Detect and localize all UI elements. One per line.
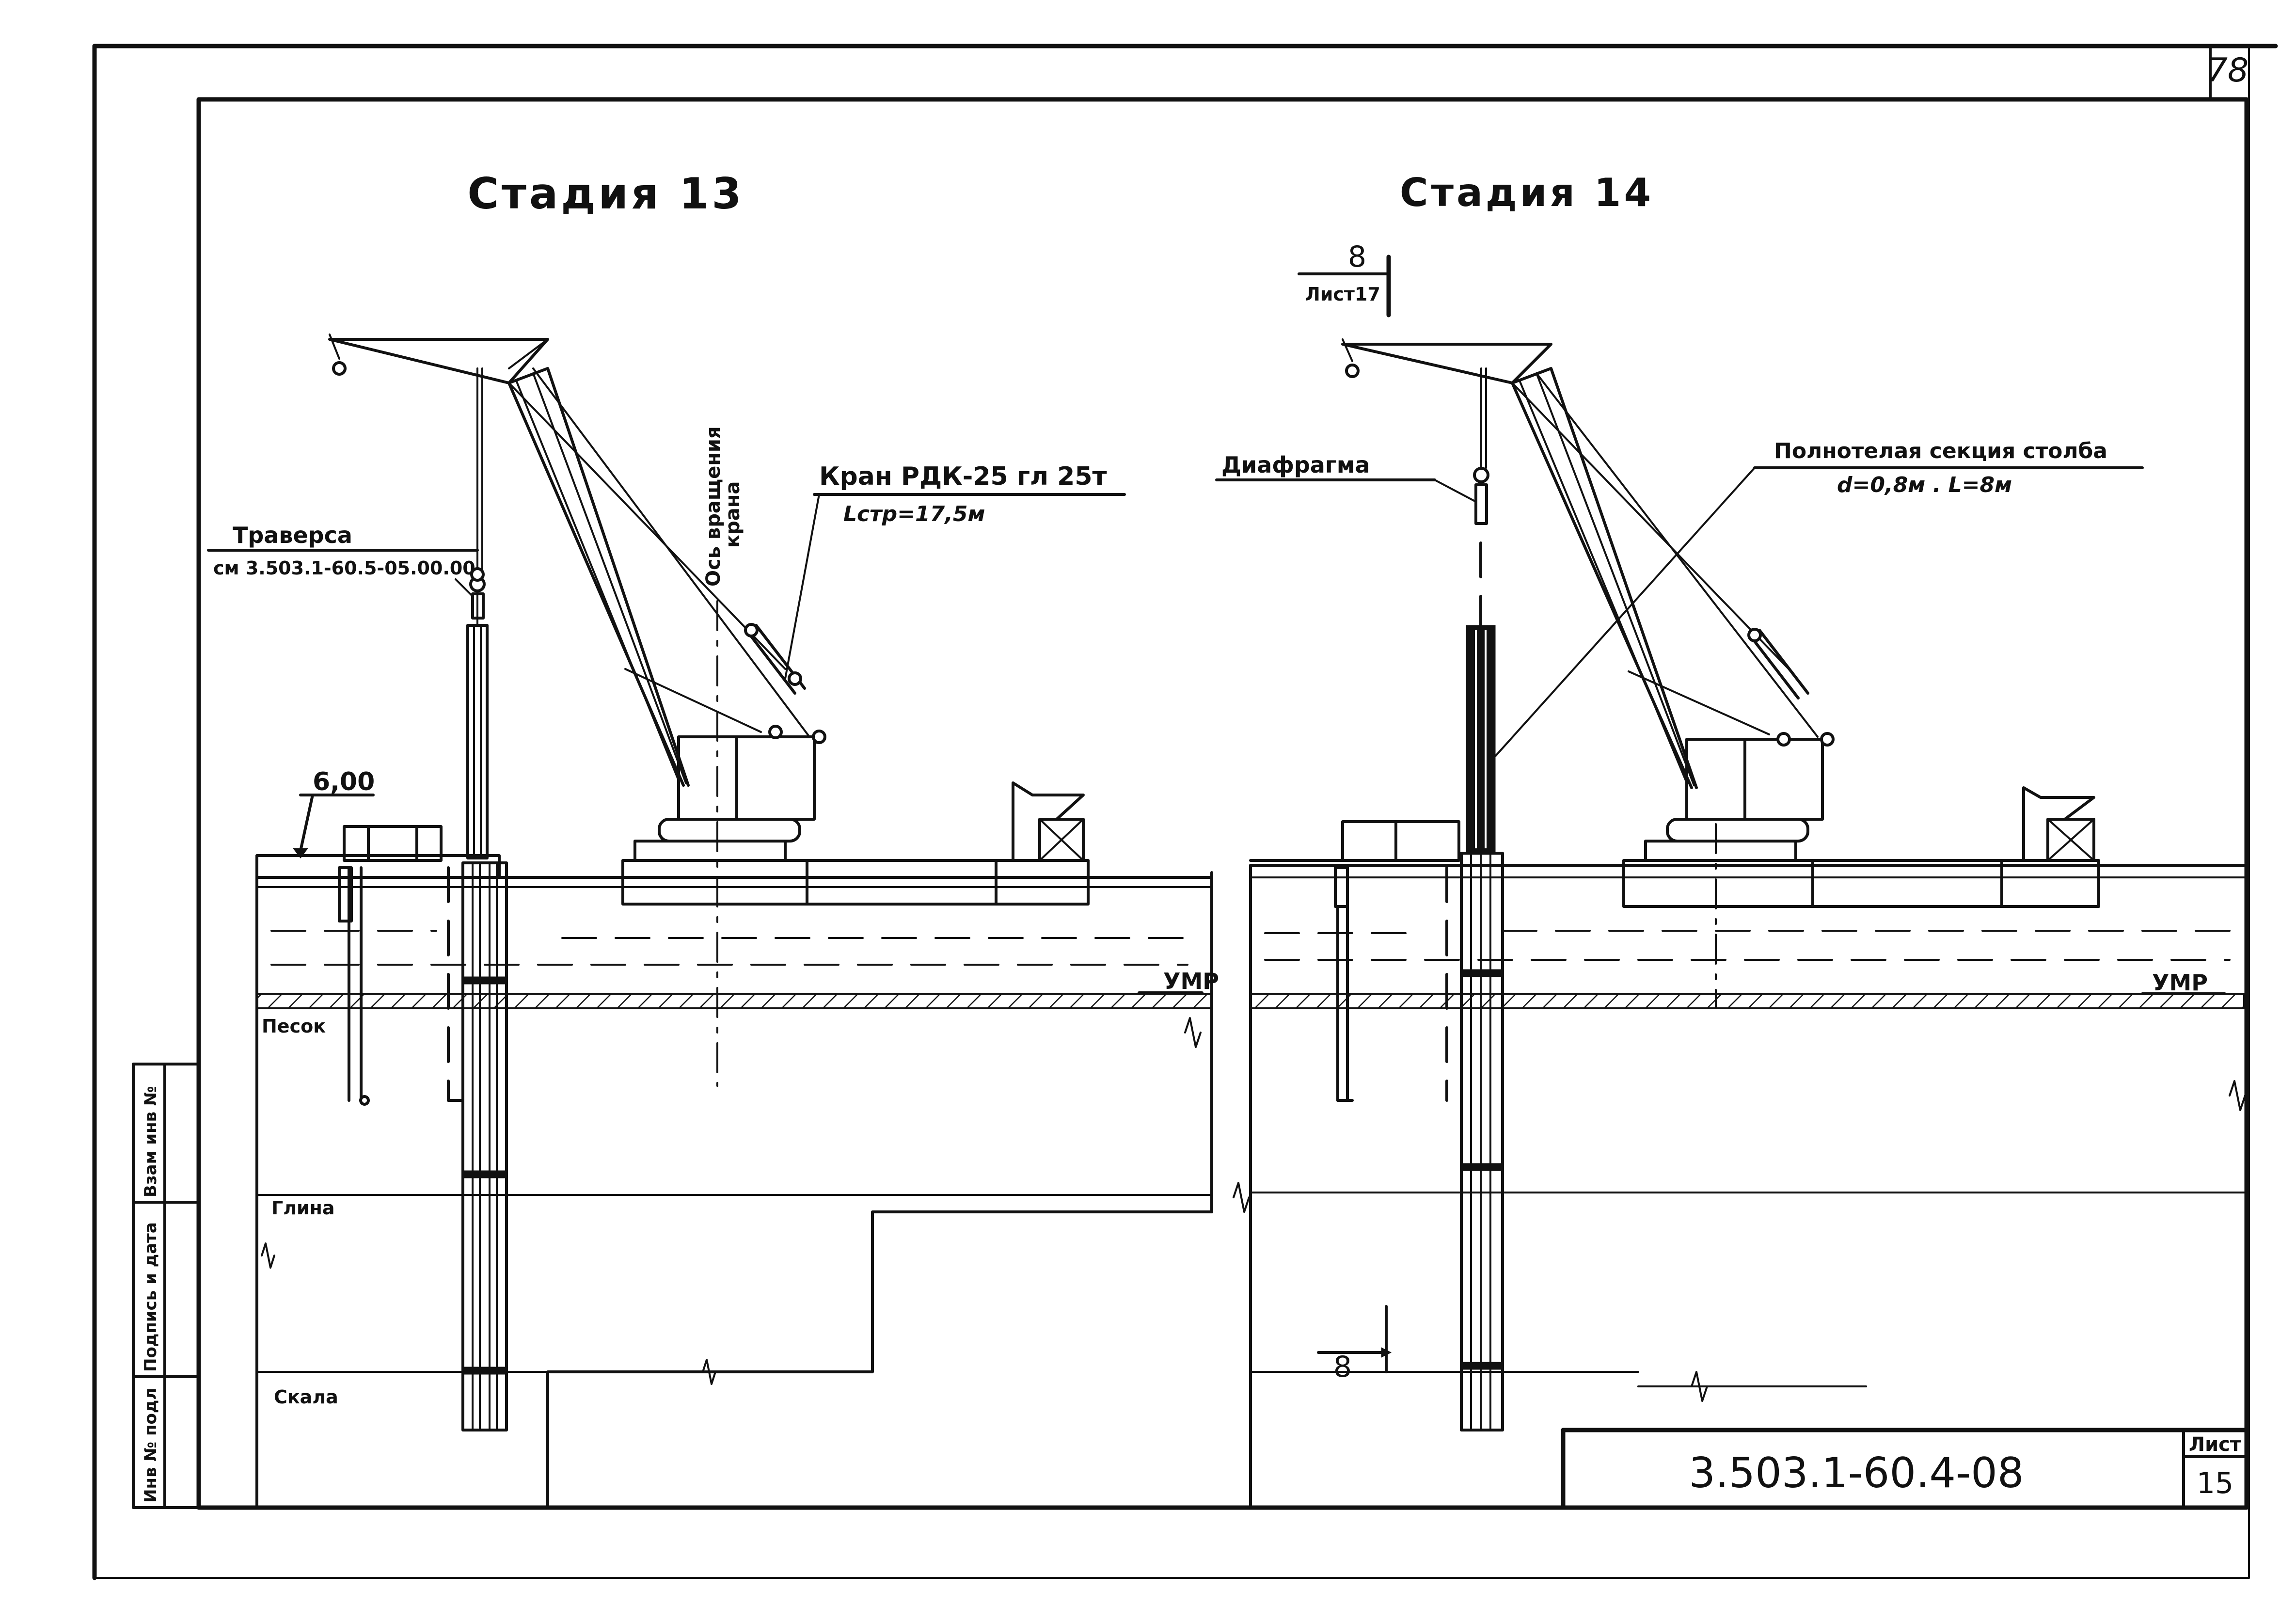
stage14-drawing: Стадия 14 8 Лист17 УМР 8 (1215, 170, 2246, 1509)
stage13-axis-label-1: Ось вращения (702, 426, 725, 587)
stage13-title: Стадия 13 (467, 169, 744, 219)
stage13-traverse-ref: см 3.503.1-60.5-05.00.00 (213, 557, 475, 579)
page-number: 78 (2207, 51, 2249, 90)
list-label: Лист (2189, 1433, 2242, 1456)
stage13-crane-label: Кран РДК-25 гл 25т (819, 462, 1107, 491)
stage14-cut-mark: 8 (1333, 1350, 1352, 1384)
stage13-crane-boom: Lстр=17,5м (843, 502, 985, 526)
stage13-seabed-hatch (256, 993, 1213, 1009)
stage13-water-level: УМР (1163, 968, 1219, 994)
stage13-axis-label-2: крана (722, 481, 744, 548)
stamp-vzam-inv: Взам инв № (141, 1086, 160, 1197)
list-number: 15 (2197, 1466, 2233, 1500)
stage14-water-level: УМР (2152, 970, 2208, 996)
stage13-crane (328, 334, 826, 862)
sheet-frame (92, 44, 2278, 1580)
stamp-inv-podl: Инв № подл (141, 1388, 160, 1503)
stage14-pile-column (1460, 541, 1504, 1431)
stage13-traverse-label: Траверса (233, 522, 352, 548)
stage13-soil-rock: Скала (274, 1386, 338, 1408)
stage14-section-dims: d=0,8м . L=8м (1837, 473, 2012, 497)
stage13-lifted-section (466, 367, 489, 859)
stage13-pile-column (461, 861, 508, 1431)
stage14-section-sheet: Лист17 (1305, 284, 1380, 305)
stage14-section-label: Полнотелая секция столба (1774, 439, 2107, 463)
stage14-title: Стадия 14 (1400, 170, 1654, 215)
stage13-soil-clay: Глина (271, 1197, 335, 1219)
stamp-podpis-data: Подпись и дата (141, 1222, 160, 1372)
stage14-seabed-hatch (1250, 993, 2245, 1009)
stage14-section-num: 8 (1348, 240, 1366, 274)
page-number-box: 78 (2207, 51, 2249, 90)
stage14-crane (1341, 338, 1835, 862)
drawing-code: 3.503.1-60.4-08 (1689, 1449, 2024, 1497)
stage13-soil-sand: Песок (262, 1016, 326, 1037)
title-block: 3.503.1-60.4-08 Лист 15 (1561, 1428, 2249, 1510)
stage13-level-mark: 6,00 (313, 767, 375, 796)
side-stamp: Взам инв № Подпись и дата Инв № подл (132, 1063, 200, 1509)
stage13-drawing: Стадия 13 УМР Песок Глина Скала 6,00 (207, 169, 1250, 1509)
stage14-diaphragm-label: Диафрагма (1221, 452, 1370, 478)
